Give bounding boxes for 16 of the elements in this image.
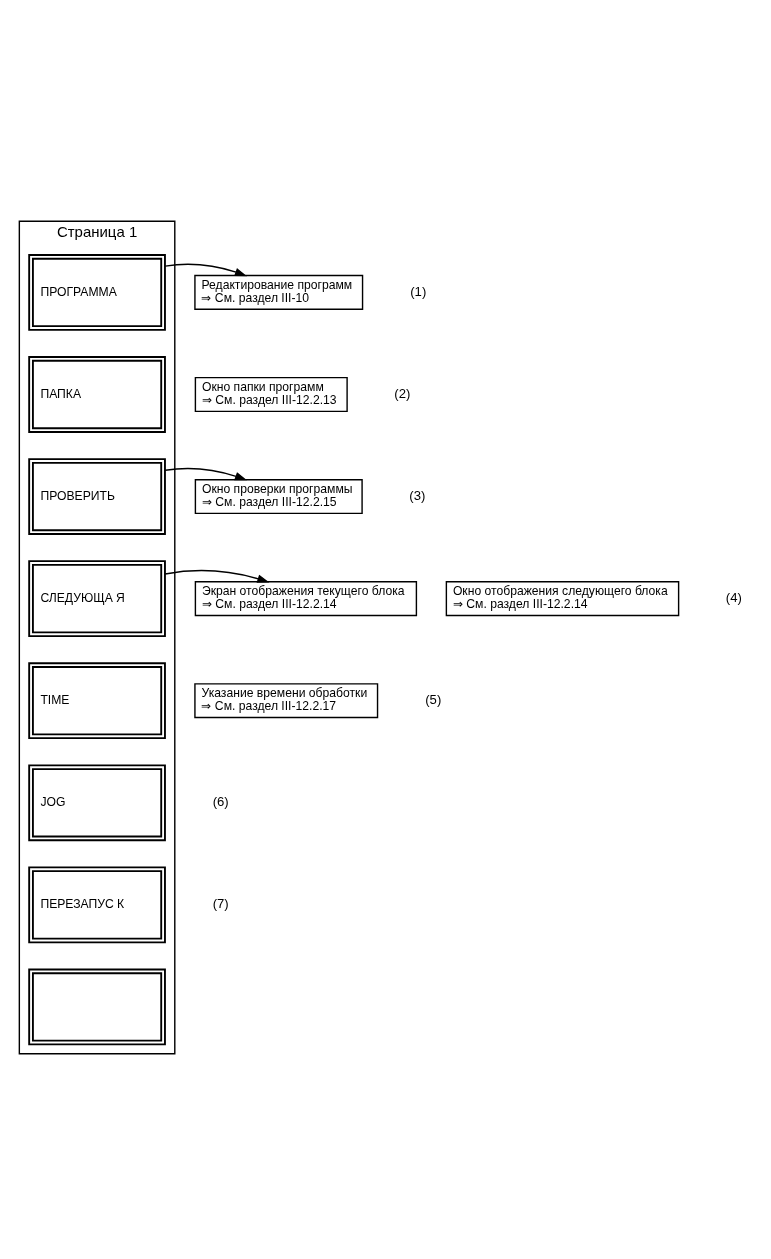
node-box: Окно отображения следующего блока ⇒ См. раздел III-12.2.14 [445,581,680,617]
label: (1) [410,283,427,299]
label: (4) [725,590,742,606]
arrow [164,263,248,277]
node-box: Указание времени обработки ⇒ См. раздел III-12.2.17 [194,683,379,719]
arrow [164,569,270,583]
arrow [164,467,248,481]
label: (6) [212,794,229,810]
node-box: Окно папки программ ⇒ См. раздел III-12.2.13 [194,376,348,413]
label: (2) [394,385,411,401]
node-box: Редактирование программ ⇒ См. раздел III-10 [194,274,364,310]
label: (5) [425,692,442,708]
label: (7) [212,896,229,912]
node-box: Окно проверки программы ⇒ См. раздел III-12.2.15 [194,479,363,515]
node-box: Экран отображения текущего блока ⇒ См. раздел III-12.2.14 [194,581,418,617]
label: (3) [409,488,426,504]
